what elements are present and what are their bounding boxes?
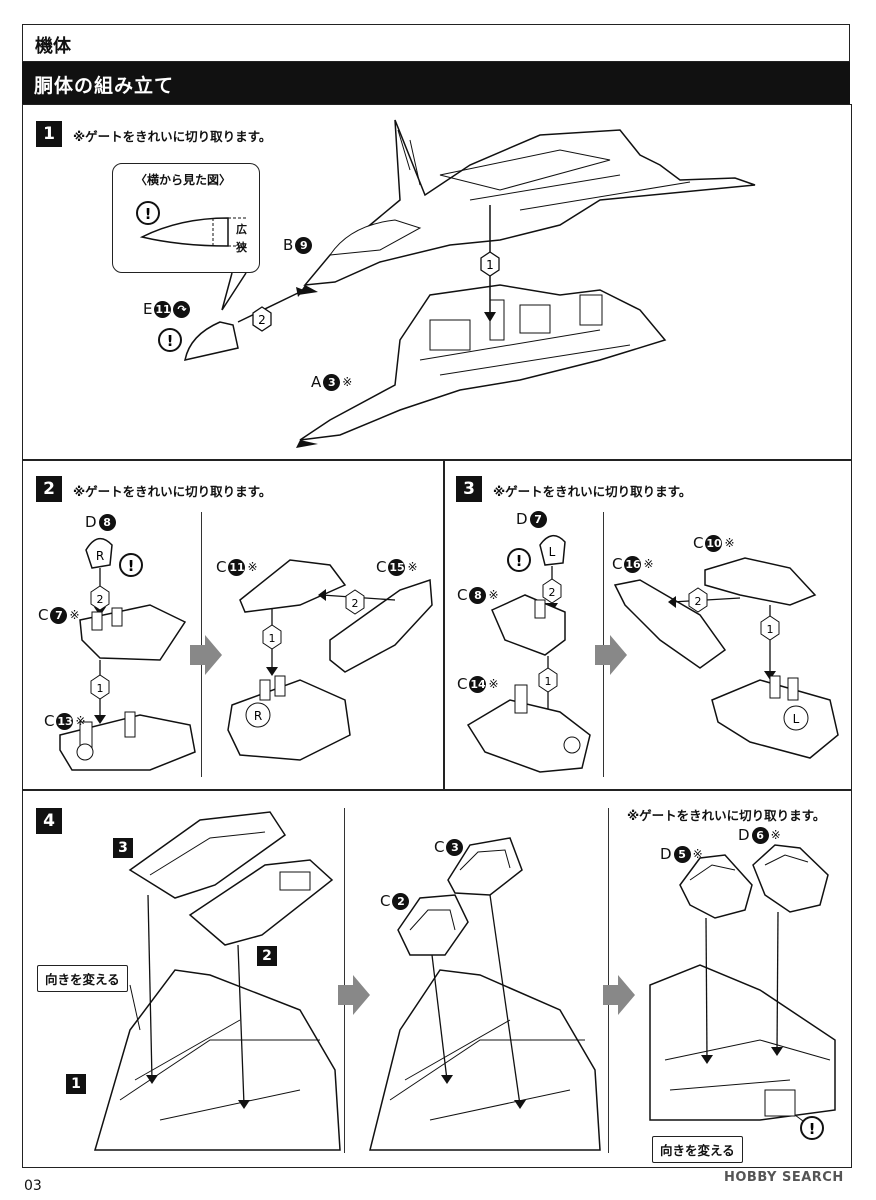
page-number: 03	[24, 1178, 42, 1194]
svg-text:2: 2	[549, 586, 556, 599]
step4-divider-2	[608, 808, 609, 1153]
section-title: 機体	[35, 36, 71, 57]
svg-text:L: L	[549, 545, 556, 559]
svg-text:!: !	[809, 1120, 816, 1138]
svg-text:!: !	[167, 332, 174, 350]
turn-label-left: 向きを変える	[37, 965, 128, 992]
svg-text:!: !	[145, 205, 152, 223]
order-mark-2: 2	[258, 313, 266, 327]
ref-badge-2: 2	[257, 946, 277, 966]
side-view-inset: 〈横から見た図〉 広 狭	[112, 163, 260, 273]
side-view-wide: 広	[236, 223, 247, 236]
step3-divider	[603, 512, 604, 777]
step1-panel	[22, 104, 852, 460]
step2-number: 2	[36, 476, 62, 502]
ref-badge-3: 3	[113, 838, 133, 858]
svg-text:1: 1	[269, 632, 276, 645]
step2-gate-note: ※ゲートをきれいに切り取ります。	[73, 484, 272, 499]
svg-text:2: 2	[695, 595, 702, 608]
svg-text:2: 2	[352, 597, 359, 610]
svg-text:2: 2	[97, 593, 104, 606]
svg-text:L: L	[793, 712, 800, 726]
step4-number: 4	[36, 808, 62, 834]
turn-label-right: 向きを変える	[652, 1136, 743, 1163]
side-view-narrow: 狭	[236, 241, 247, 254]
step4-gate-note: ※ゲートをきれいに切り取ります。	[627, 808, 826, 823]
svg-text:1: 1	[767, 623, 774, 636]
step1-number: 1	[36, 121, 62, 147]
step3-number: 3	[456, 476, 482, 502]
svg-text:1: 1	[97, 682, 104, 695]
subsection-title: 胴体の組み立て	[34, 75, 175, 97]
ref-badge-1: 1	[66, 1074, 86, 1094]
svg-text:R: R	[254, 709, 262, 723]
svg-text:R: R	[96, 549, 104, 563]
svg-text:1: 1	[545, 675, 552, 688]
watermark: HOBBY SEARCH	[724, 1170, 844, 1185]
svg-text:!: !	[516, 552, 523, 570]
svg-text:!: !	[128, 557, 135, 575]
step1-gate-note: ※ゲートをきれいに切り取ります。	[73, 129, 272, 144]
step3-gate-note: ※ゲートをきれいに切り取ります。	[493, 484, 692, 499]
subsection-header: 胴体の組み立て	[22, 62, 850, 104]
section-header: 機体	[22, 24, 850, 62]
step4-divider-1	[344, 808, 345, 1153]
order-mark-1: 1	[486, 258, 494, 272]
step2-divider	[201, 512, 202, 777]
side-view-title: 〈横から見た図〉	[135, 173, 232, 187]
cut-icon: ↷	[173, 300, 191, 318]
